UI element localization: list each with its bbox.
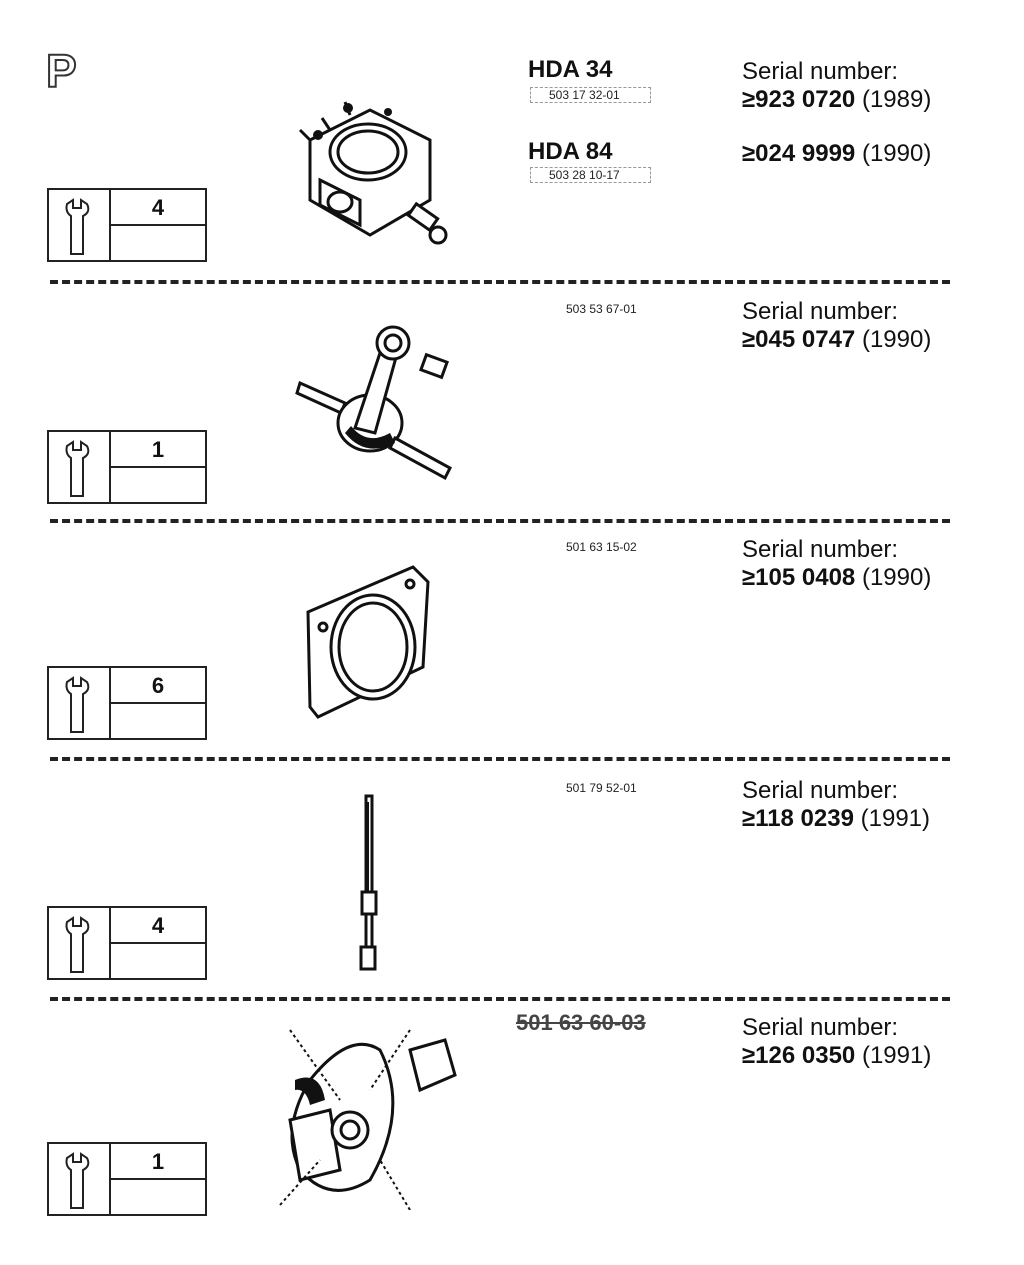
wrench-cell — [49, 190, 111, 260]
section-divider — [50, 997, 950, 1001]
empty-cell — [111, 468, 205, 502]
tool-quantity-box: 6 — [47, 666, 207, 740]
model-name: HDA 34 — [528, 56, 613, 83]
tool-quantity-box: 4 — [47, 906, 207, 980]
tool-quantity-box: 1 — [47, 430, 207, 504]
serial-year: (1990) — [861, 564, 932, 591]
tool-quantity: 4 — [111, 908, 205, 944]
wrench-icon — [65, 676, 90, 733]
section-divider — [50, 280, 950, 284]
carburetor-icon — [298, 101, 448, 245]
serial-value: ≥118 0239 (1991) — [742, 805, 930, 833]
serial-number: ≥118 0239 — [742, 805, 854, 832]
tool-quantity: 1 — [111, 432, 205, 468]
section-divider — [50, 519, 950, 523]
serial-year: (1989) — [861, 86, 932, 113]
wrench-icon — [65, 440, 90, 497]
serial-number: ≥045 0747 — [742, 326, 856, 353]
wrench-cell — [49, 1144, 111, 1214]
serial-number: ≥126 0350 — [742, 1042, 856, 1069]
wrench-cell — [49, 432, 111, 502]
part-number: 501 79 52-01 — [566, 781, 637, 795]
tool-quantity-box: 1 — [47, 1142, 207, 1216]
serial-label: Serial number: — [742, 536, 899, 563]
serial-value: ≥045 0747 (1990) — [742, 326, 931, 354]
serial-value: ≥923 0720 (1989) — [742, 86, 931, 114]
empty-cell — [111, 944, 205, 978]
empty-cell — [111, 704, 205, 738]
tool-quantity-box: 4 — [47, 188, 207, 262]
serial-year: (1990) — [861, 140, 932, 167]
wrench-cell — [49, 668, 111, 738]
wrench-icon — [65, 1152, 90, 1209]
serial-value: ≥126 0350 (1991) — [742, 1042, 931, 1070]
serial-value: ≥024 9999 (1990) — [742, 140, 931, 168]
empty-cell — [111, 1180, 205, 1214]
part-number: 503 53 67-01 — [566, 302, 637, 316]
serial-label: Serial number: — [742, 777, 899, 804]
serial-year: (1991) — [861, 1042, 932, 1069]
serial-label: Serial number: — [742, 298, 899, 325]
serial-label: Serial number: — [742, 58, 899, 85]
tool-quantity: 4 — [111, 190, 205, 226]
serial-year: (1990) — [861, 326, 932, 353]
serial-year: (1991) — [860, 805, 930, 832]
fuel-hose-icon — [359, 794, 378, 971]
part-number: 503 17 32-01 — [530, 87, 651, 103]
serial-number: ≥105 0408 — [742, 564, 856, 591]
section-divider — [50, 757, 950, 761]
wrench-cell — [49, 908, 111, 978]
tool-quantity: 6 — [111, 668, 205, 704]
serial-number: ≥923 0720 — [742, 86, 856, 113]
model-name: HDA 84 — [528, 138, 613, 165]
part-number: 501 63 15-02 — [566, 540, 637, 554]
part-number: 501 63 60-03 — [516, 1010, 646, 1035]
wrench-icon — [65, 916, 90, 973]
part-number: 503 28 10-17 — [530, 167, 651, 183]
serial-number: ≥024 9999 — [742, 140, 856, 167]
tool-quantity: 1 — [111, 1144, 205, 1180]
empty-cell — [111, 226, 205, 260]
serial-label: Serial number: — [742, 1014, 899, 1041]
wrench-icon — [65, 198, 90, 255]
clutch-icon — [279, 1029, 457, 1210]
serial-value: ≥105 0408 (1990) — [742, 564, 931, 592]
page-letter: P — [45, 45, 78, 97]
crankshaft-icon — [295, 325, 452, 481]
gasket-plate-icon — [306, 565, 430, 719]
